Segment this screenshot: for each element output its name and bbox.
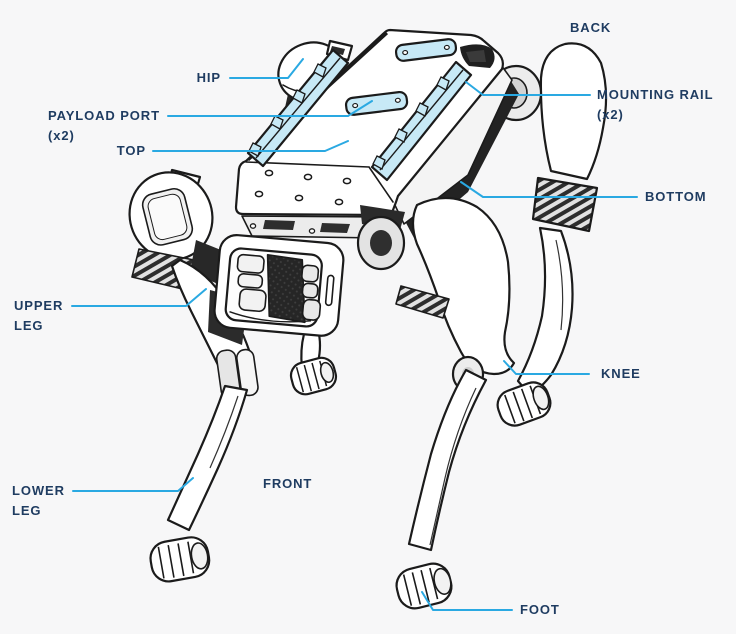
leader-line-mounting-rail bbox=[465, 81, 591, 96]
label-knee: KNEE bbox=[601, 366, 641, 381]
leader-line-hip bbox=[229, 58, 304, 79]
leader-line-bottom bbox=[460, 181, 638, 198]
label-mounting-rail: MOUNTING RAIL (x2) bbox=[597, 87, 714, 122]
body bbox=[234, 28, 519, 239]
label-back: BACK bbox=[570, 20, 612, 35]
leader-line-lower-leg bbox=[72, 477, 194, 492]
camera-lens bbox=[237, 272, 264, 289]
leader-line-top bbox=[152, 140, 349, 152]
leader-line-knee bbox=[503, 360, 590, 375]
label-top: TOP bbox=[116, 143, 146, 158]
mounting-rail-left bbox=[246, 48, 350, 168]
speaker-mesh bbox=[266, 254, 306, 324]
front-plate-screws bbox=[254, 169, 352, 206]
leader-lines bbox=[71, 58, 638, 611]
label-payload-port: PAYLOAD PORT (x2) bbox=[48, 108, 160, 143]
leader-line-foot bbox=[421, 591, 513, 611]
rear-right-leg bbox=[488, 42, 608, 427]
rear-right-foot bbox=[496, 381, 552, 427]
payload-port-rear bbox=[394, 38, 458, 62]
front-left-leg bbox=[128, 168, 259, 583]
camera-lens bbox=[301, 298, 322, 321]
label-front: FRONT bbox=[263, 476, 313, 491]
camera-lens bbox=[238, 288, 267, 313]
label-bottom: BOTTOM bbox=[645, 189, 707, 204]
mounting-rail-right bbox=[370, 60, 473, 182]
front-left-foot bbox=[149, 536, 211, 583]
label-foot: FOOT bbox=[520, 602, 560, 617]
camera-lens bbox=[301, 264, 320, 283]
label-upper-leg: UPPER LEG bbox=[14, 298, 64, 333]
side-slot bbox=[324, 274, 335, 307]
front-right-leg bbox=[356, 196, 516, 610]
payload-port-mid bbox=[344, 90, 409, 116]
label-hip: HIP bbox=[196, 70, 221, 85]
camera-lens bbox=[236, 253, 265, 274]
front-right-foot bbox=[395, 562, 453, 610]
rear-left-foot-group bbox=[289, 328, 338, 396]
label-lower-leg: LOWER LEG bbox=[12, 483, 65, 518]
leader-line-payload-port bbox=[167, 100, 373, 117]
leader-line-upper-leg bbox=[71, 288, 207, 307]
camera-lens bbox=[301, 282, 319, 299]
front-module bbox=[213, 223, 345, 337]
robot-illustration bbox=[128, 28, 608, 610]
